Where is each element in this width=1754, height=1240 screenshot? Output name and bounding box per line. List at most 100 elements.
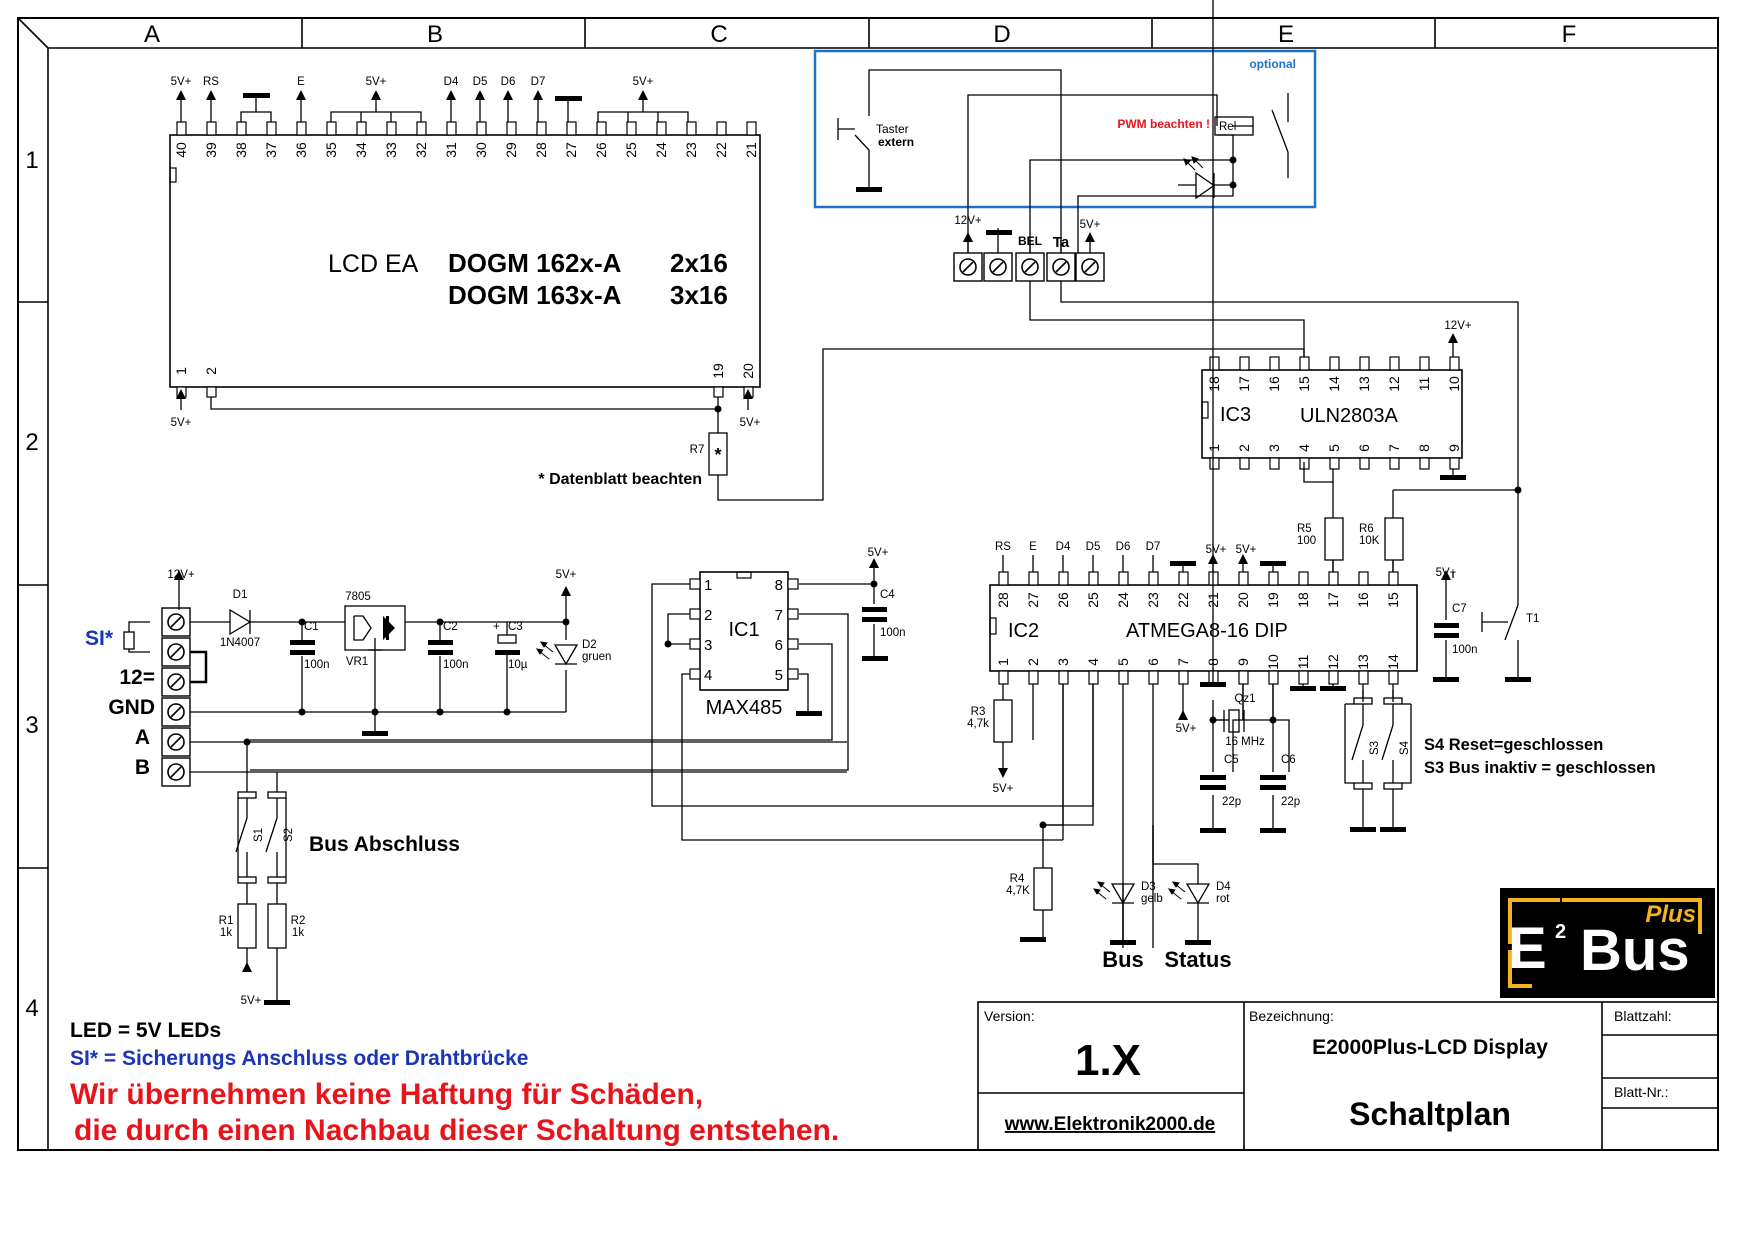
disclaimer-line-2: die durch einen Nachbau dieser Schaltung… — [74, 1114, 839, 1147]
ic1-pin-number: 1 — [704, 577, 712, 594]
ic3-top-pin-number: 15 — [1296, 376, 1312, 392]
optional-relay-box: optional — [813, 49, 1317, 255]
ic3-top-pin-number: 10 — [1446, 376, 1462, 392]
lcd-label-5v-3: 5V+ — [633, 76, 654, 88]
r6-value: 10K — [1359, 535, 1380, 547]
lcd-top-pin-number: 23 — [683, 142, 699, 158]
column-label-c: C — [710, 21, 727, 48]
ic1-pin-number: 6 — [775, 637, 783, 654]
logo-bus: Bus — [1580, 918, 1690, 983]
d3-label: D3 — [1141, 881, 1156, 893]
ic2-top-pin-stub — [1088, 571, 1099, 586]
ic2-top-pin-stub — [1298, 571, 1309, 586]
ic2-bottom-pin-number: 1 — [995, 658, 1011, 666]
conn-label-ta: Ta — [1053, 234, 1070, 251]
website-link[interactable]: www.Elektronik2000.de — [1004, 1114, 1216, 1135]
e2bus-plus-logo: E 2 Bus Plus — [1500, 888, 1715, 998]
bus-termination: S1 S2 Bus Abschluss R1 1k R2 1k 5V+ — [219, 738, 460, 1007]
lcd-top-pin-number: 32 — [413, 142, 429, 158]
ic3-bottom-pin-stub — [1419, 457, 1430, 470]
title-block: Version: 1.X www.Elektronik2000.de Bezei… — [977, 1001, 1719, 1151]
ic2-label-d5: D5 — [1086, 541, 1101, 553]
ic1-pin-stub — [787, 668, 799, 680]
c6-label: C6 — [1281, 754, 1296, 766]
ic2-bottom-pin-number: 9 — [1235, 658, 1251, 666]
d1-part: 1N4007 — [220, 637, 260, 649]
row-label-3: 3 — [25, 712, 38, 739]
connector-5pin-terminals — [953, 252, 1105, 282]
sheet-number-caption: Blatt-Nr.: — [1614, 1084, 1668, 1100]
ic2-top-pin-number: 22 — [1175, 592, 1191, 608]
ic2-top-pin-stub — [1058, 571, 1069, 586]
ic1-supply: 5V+ — [868, 547, 889, 559]
crystal-circuit: Qz1 16 MHz C5 22p C6 22p — [1200, 684, 1300, 833]
ic2-label-d7: D7 — [1146, 541, 1161, 553]
r7-mark: * — [714, 445, 721, 465]
terminal-label-gnd: GND — [108, 696, 155, 719]
ic3-top-pin-stub — [1209, 356, 1220, 371]
terminal-label-b: B — [135, 756, 150, 779]
lcd-title-prefix: LCD EA — [328, 250, 419, 278]
top-connector-screw-slot — [1055, 261, 1067, 273]
ic2-label-rs: RS — [995, 541, 1011, 553]
pin7-supply: 5V+ — [1176, 723, 1197, 735]
ic3-top-pin-stub — [1329, 356, 1340, 371]
c1-value: 100n — [304, 659, 330, 671]
ic3-bottom-pin-stub — [1359, 457, 1370, 470]
ic3-top-pin-number: 18 — [1206, 376, 1222, 392]
t1-label: T1 — [1526, 613, 1539, 625]
ic1-part: MAX485 — [706, 697, 783, 719]
left-connector-screw-slot — [170, 736, 182, 748]
input-12v-label: 12V+ — [167, 569, 194, 581]
ic2-label-5v-20: 5V+ — [1236, 544, 1257, 556]
top-connector-terminal — [1075, 252, 1105, 282]
lcd-bottom-arrows — [176, 389, 753, 413]
lcd-top-pin-number: 22 — [713, 142, 729, 158]
lcd-label-d7: D7 — [531, 76, 546, 88]
r4-label: R4 — [1010, 873, 1025, 885]
ic2-top-pin-number: 17 — [1325, 592, 1341, 608]
pwm-note: PWM beachten ! — [1117, 117, 1210, 131]
ic2-bottom-pin-number: 10 — [1265, 654, 1281, 670]
ic3-bottom-pin-number: 5 — [1326, 444, 1342, 452]
r3-label: R3 — [971, 706, 986, 718]
top-connector-screw-slot — [992, 261, 1004, 273]
lcd-top-pin-stub — [506, 121, 517, 136]
conn-label-5v: 5V+ — [1080, 219, 1101, 231]
logo-plus: Plus — [1645, 901, 1696, 928]
ic3-bottom-pin-number: 3 — [1266, 444, 1282, 452]
lcd-size-1: 2x16 — [670, 248, 728, 278]
ic3-top-pin-stub — [1449, 356, 1460, 371]
ic1-pin-stub — [787, 578, 799, 590]
ic3-bottom-pin-stub — [1389, 457, 1400, 470]
lcd-top-pin-number: 38 — [233, 142, 249, 158]
ic1-wiring — [250, 566, 1094, 841]
switch-note-1: S4 Reset=geschlossen — [1424, 736, 1603, 754]
ic2-top-pin-number: 20 — [1235, 592, 1251, 608]
left-connector-screw-slot — [170, 676, 182, 688]
left-connector-screw-slot — [170, 616, 182, 628]
ic2-top-pin-number: 19 — [1265, 592, 1281, 608]
lcd-bottom-pin-number: 20 — [740, 363, 756, 379]
row-label-2: 2 — [25, 429, 38, 456]
terminal-label-12: 12= — [119, 666, 155, 689]
ic2-bottom-pin-number: 4 — [1085, 658, 1101, 666]
vr1-label: VR1 — [346, 656, 368, 668]
lcd-top-pin-stub — [236, 121, 247, 136]
ic3-bottom-pin-number: 6 — [1356, 444, 1372, 452]
lcd-top-pin-number: 27 — [563, 142, 579, 158]
switches-s3-s4: S3 S4 S4 Reset=geschlossen S3 Bus inakti… — [1344, 690, 1656, 832]
lcd-top-pin-number: 26 — [593, 142, 609, 158]
c5-value: 22p — [1222, 796, 1241, 808]
switch-note-2: S3 Bus inaktiv = geschlossen — [1424, 759, 1656, 777]
lcd-top-pin-number: 21 — [743, 142, 759, 158]
ic3-supply-label: 12V+ — [1444, 320, 1471, 332]
left-connector-screw-slot — [170, 706, 182, 718]
lcd-top-pin-number: 39 — [203, 142, 219, 158]
lcd-model-2: DOGM 163x-A — [448, 280, 622, 310]
r3-value: 4,7k — [967, 718, 989, 730]
taster-label-1: Taster — [876, 122, 909, 136]
c2-value: 100n — [443, 659, 469, 671]
